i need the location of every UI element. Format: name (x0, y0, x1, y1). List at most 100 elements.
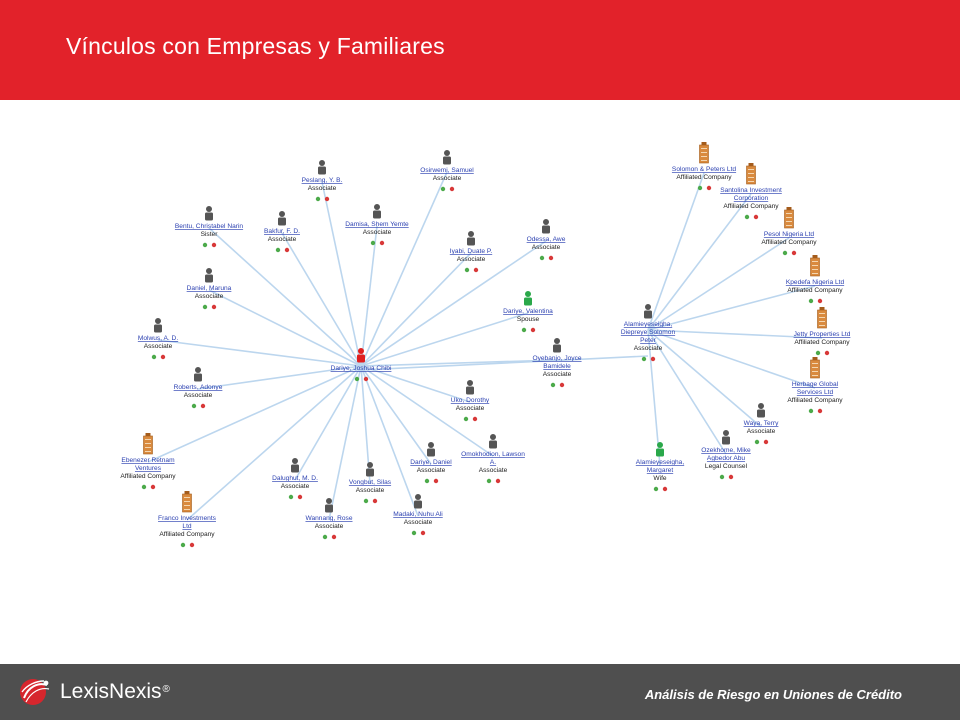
network-node[interactable]: Alamieyeseigha,Diepreye SolomonPeterAsso… (621, 304, 676, 362)
network-node[interactable]: Iyabi, Duate P.Associate (450, 231, 493, 273)
node-name-link[interactable]: Corporation (734, 195, 769, 202)
status-green-icon[interactable] (440, 186, 446, 192)
status-green-icon[interactable] (464, 267, 470, 273)
status-red-icon[interactable] (379, 240, 385, 246)
node-name-link[interactable]: Dariye, Joshua Chibi (331, 365, 392, 372)
status-red-icon[interactable] (372, 498, 378, 504)
status-green-icon[interactable] (653, 486, 659, 492)
node-name-link[interactable]: Odessa, Awe (527, 236, 566, 243)
node-name-link[interactable]: Peter (640, 337, 657, 344)
node-name-link[interactable]: Dalughut, M. D. (272, 475, 318, 482)
node-name-link[interactable]: Waya, Terry (744, 420, 780, 427)
status-red-icon[interactable] (548, 255, 554, 261)
node-name-link[interactable]: Uko, Dorothy (451, 397, 490, 404)
node-name-link[interactable]: Ebenezer Retnam (121, 457, 175, 464)
node-name-link[interactable]: Ltd (182, 523, 191, 530)
status-red-icon[interactable] (650, 356, 656, 362)
node-name-link[interactable]: Jetty Properties Ltd (794, 331, 851, 338)
node-name-link[interactable]: Diepreye Solomon (621, 329, 676, 336)
status-red-icon[interactable] (449, 186, 455, 192)
node-name-link[interactable]: Damisa, Shem Yemte (345, 221, 409, 228)
node-name-link[interactable]: Ventures (135, 465, 162, 472)
node-name-link[interactable]: A. (490, 459, 496, 466)
status-green-icon[interactable] (363, 498, 369, 504)
status-green-icon[interactable] (539, 255, 545, 261)
node-name-link[interactable]: Wannang, Rose (305, 515, 352, 522)
status-green-icon[interactable] (744, 214, 750, 220)
status-red-icon[interactable] (530, 327, 536, 333)
node-name-link[interactable]: Herbage Global (792, 381, 839, 388)
node-name-link[interactable]: Peslang, Y. B. (302, 177, 343, 184)
status-red-icon[interactable] (495, 478, 501, 484)
status-red-icon[interactable] (559, 382, 565, 388)
status-green-icon[interactable] (424, 478, 430, 484)
node-name-link[interactable]: Osirwemi, Samuel (420, 167, 474, 174)
status-green-icon[interactable] (782, 250, 788, 256)
network-node[interactable]: Molwus, A. D.Associate (138, 318, 178, 360)
status-red-icon[interactable] (824, 350, 830, 356)
status-red-icon[interactable] (791, 250, 797, 256)
status-red-icon[interactable] (211, 242, 217, 248)
status-green-icon[interactable] (521, 327, 527, 333)
status-green-icon[interactable] (202, 242, 208, 248)
node-name-link[interactable]: Dariye, Daniel (410, 459, 452, 466)
status-red-icon[interactable] (662, 486, 668, 492)
status-red-icon[interactable] (706, 185, 712, 191)
node-name-link[interactable]: Dariye, Valentina (503, 308, 553, 315)
status-red-icon[interactable] (473, 267, 479, 273)
node-name-link[interactable]: Alamieyeseigha, (624, 321, 673, 328)
status-red-icon[interactable] (284, 247, 290, 253)
node-name-link[interactable]: Pesol Nigeria Ltd (764, 231, 815, 238)
status-red-icon[interactable] (728, 474, 734, 480)
node-name-link[interactable]: Bamidele (543, 363, 571, 370)
node-name-link[interactable]: Services Ltd (797, 389, 834, 396)
status-red-icon[interactable] (472, 416, 478, 422)
node-name-link[interactable]: Iyabi, Duate P. (450, 248, 493, 255)
status-red-icon[interactable] (150, 484, 156, 490)
status-red-icon[interactable] (211, 304, 217, 310)
node-name-link[interactable]: Bentu, Christabel Narin (175, 223, 244, 230)
node-name-link[interactable]: Alamieyeseigha, (636, 459, 685, 466)
node-name-link[interactable]: Margaret (647, 467, 674, 474)
status-red-icon[interactable] (420, 530, 426, 536)
node-name-link[interactable]: Daniel, Maruna (187, 285, 232, 292)
status-green-icon[interactable] (641, 356, 647, 362)
status-green-icon[interactable] (719, 474, 725, 480)
node-name-link[interactable]: Ozekhome, Mike (701, 447, 751, 454)
status-green-icon[interactable] (288, 494, 294, 500)
node-name-link[interactable]: Franco Investments (158, 515, 217, 522)
status-green-icon[interactable] (754, 439, 760, 445)
node-name-link[interactable]: Madaki, Nuhu Ali (393, 511, 443, 518)
status-green-icon[interactable] (315, 196, 321, 202)
status-red-icon[interactable] (297, 494, 303, 500)
status-red-icon[interactable] (200, 403, 206, 409)
status-green-icon[interactable] (486, 478, 492, 484)
status-red-icon[interactable] (433, 478, 439, 484)
node-name-link[interactable]: Solomon & Peters Ltd (672, 166, 736, 173)
network-node[interactable]: Santolina InvestmentCorporationAffiliate… (720, 163, 782, 220)
node-name-link[interactable]: Bakfur, F. D. (264, 228, 300, 235)
network-node[interactable]: Dariye, Joshua Chibi (331, 348, 392, 382)
status-red-icon[interactable] (324, 196, 330, 202)
status-green-icon[interactable] (463, 416, 469, 422)
node-name-link[interactable]: Oyebanjo, Joyce (532, 355, 581, 362)
node-name-link[interactable]: Agbedor Abu (707, 455, 745, 462)
status-red-icon[interactable] (753, 214, 759, 220)
status-green-icon[interactable] (275, 247, 281, 253)
status-green-icon[interactable] (815, 350, 821, 356)
status-red-icon[interactable] (817, 298, 823, 304)
status-green-icon[interactable] (180, 542, 186, 548)
